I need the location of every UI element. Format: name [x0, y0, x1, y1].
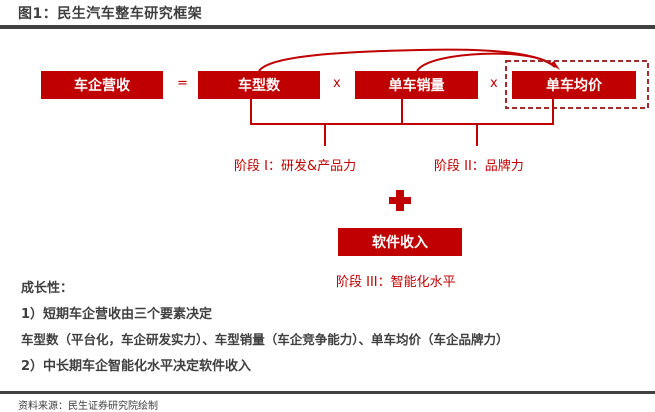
revenue-box: 车企营收 [41, 71, 163, 99]
bottom-divider [0, 391, 655, 394]
notes-line-1: 1）短期车企营收由三个要素决定 [21, 307, 213, 322]
dashed-highlight [505, 60, 649, 109]
notes-heading: 成长性： [21, 281, 74, 296]
stage-2-label: 阶段 II：品牌力 [434, 159, 524, 174]
arrow-head-icon [550, 61, 560, 70]
notes-line-3: 2）中长期车企智能化水平决定软件收入 [21, 359, 252, 374]
times-sign-2: x [490, 76, 498, 91]
model-count-box: 车型数 [198, 71, 320, 99]
avg-price-box: 单车均价 [512, 71, 636, 99]
times-sign-1: x [333, 76, 341, 91]
equals-sign: = [177, 76, 188, 91]
figure-title: 图1：民生汽车整车研究框架 [18, 6, 203, 22]
top-divider [0, 25, 655, 29]
stage-3-label: 阶段 III：智能化水平 [336, 275, 456, 290]
stage-1-label: 阶段 I：研发&产品力 [234, 159, 357, 174]
notes-line-2: 车型数（平台化，车企研发实力）、车型销量（车企竞争能力）、单车均价（车企品牌力） [21, 332, 509, 347]
source-note: 资料来源：民生证券研究院绘制 [18, 401, 158, 412]
sales-per-model-box: 单车销量 [355, 71, 478, 99]
software-revenue-box: 软件收入 [338, 228, 462, 256]
curve-arrow-sales [416, 52, 556, 72]
